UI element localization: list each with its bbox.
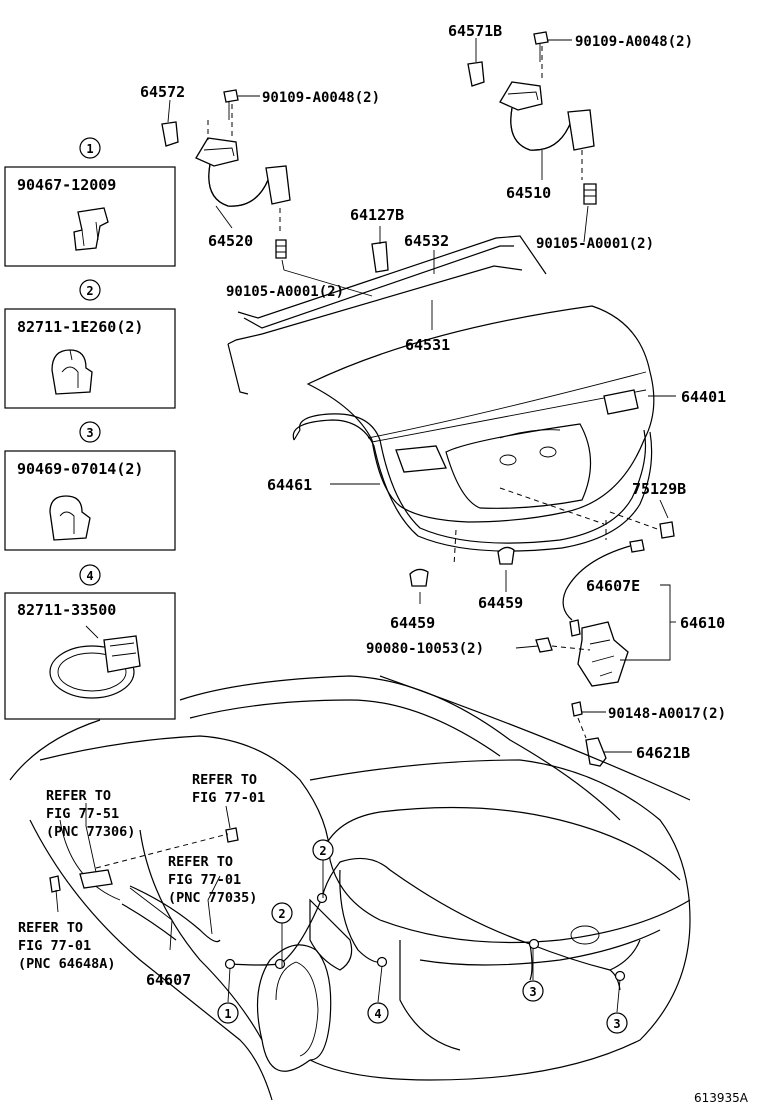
- label-64607E: 64607E: [586, 577, 640, 595]
- callout-number-4: 4: [86, 569, 93, 583]
- refer-note-line: REFER TO: [168, 854, 233, 870]
- label-64459-b: 64459: [478, 594, 523, 612]
- label-64520: 64520: [208, 232, 253, 250]
- label-64571B: 64571B: [448, 22, 502, 40]
- callout-box-3: 3 90469-07014(2): [4, 421, 176, 551]
- refer-note-line: FIG 77-01: [18, 938, 91, 954]
- callout-number: 2: [278, 907, 285, 921]
- refer-note-77-51: REFER TO FIG 77-51 (PNC 77306): [46, 788, 135, 840]
- callout-box-2: 2 82711-1E260(2): [4, 279, 176, 409]
- callout-number: 3: [529, 985, 536, 999]
- cushion-stoppers: [409, 487, 675, 587]
- label-90109-A0048-left: 90109-A0048(2): [262, 90, 380, 106]
- refer-note-line: (PNC 64648A): [18, 956, 116, 972]
- callout-number-2: 2: [86, 284, 93, 298]
- leader-lines: [55, 38, 676, 1013]
- body-callout-3a: 3: [522, 980, 544, 1002]
- clip-icon-2: [51, 349, 93, 395]
- harness-cable: [49, 827, 641, 991]
- refer-note-line: REFER TO: [46, 788, 111, 804]
- clip-part-number-4: 82711-33500: [17, 601, 116, 619]
- label-90105-A0001-left: 90105-A0001(2): [226, 284, 344, 300]
- body-callout-4: 4: [367, 1002, 389, 1024]
- label-64610: 64610: [680, 614, 725, 632]
- refer-note-line: FIG 77-51: [46, 806, 119, 822]
- callout-number: 4: [374, 1007, 381, 1021]
- clip-icon-3: [49, 495, 91, 541]
- hinge-right: [467, 31, 597, 205]
- label-90105-A0001-right: 90105-A0001(2): [536, 236, 654, 252]
- trunk-lid: [306, 305, 655, 523]
- callout-number: 2: [319, 844, 326, 858]
- clip-icon-1: [73, 207, 109, 251]
- clip-part-number-2: 82711-1E260(2): [17, 318, 143, 336]
- clip-part-number-3: 90469-07014(2): [17, 460, 143, 478]
- label-64459-a: 64459: [390, 614, 435, 632]
- refer-note-77-01-77035: REFER TO FIG 77-01 (PNC 77035): [168, 854, 257, 906]
- refer-note-line: (PNC 77035): [168, 890, 257, 906]
- callout-number-1: 1: [86, 142, 93, 156]
- refer-note-line: (PNC 77306): [46, 824, 135, 840]
- refer-note-77-01-top: REFER TO FIG 77-01: [192, 772, 265, 806]
- callout-box-4: 4 82711-33500: [4, 564, 176, 720]
- label-90080-10053: 90080-10053(2): [366, 641, 484, 657]
- label-75129B: 75129B: [632, 480, 686, 498]
- label-64461: 64461: [267, 476, 312, 494]
- torsion-rods: [227, 235, 547, 395]
- label-64572: 64572: [140, 83, 185, 101]
- label-90148-A0017: 90148-A0017(2): [608, 706, 726, 722]
- label-64607: 64607: [146, 971, 191, 989]
- trunk-lock-assembly: [535, 539, 645, 767]
- callout-number: 3: [613, 1017, 620, 1031]
- refer-note-line: REFER TO: [18, 920, 83, 936]
- body-callout-3b: 3: [606, 1012, 628, 1034]
- callout-number: 1: [224, 1007, 231, 1021]
- weatherstrip: [292, 413, 653, 552]
- label-64531: 64531: [405, 336, 450, 354]
- hinge-left: [161, 89, 291, 259]
- figure-id: 613935A: [694, 1091, 749, 1105]
- refer-note-line: FIG 77-01: [168, 872, 241, 888]
- label-64127B: 64127B: [350, 206, 404, 224]
- refer-note-line: REFER TO: [192, 772, 257, 788]
- callout-number-3: 3: [86, 426, 93, 440]
- body-callout-2b: 2: [271, 902, 293, 924]
- body-callout-2a: 2: [312, 839, 334, 861]
- refer-note-77-01-64648A: REFER TO FIG 77-01 (PNC 64648A): [18, 920, 116, 972]
- refer-note-line: FIG 77-01: [192, 790, 265, 806]
- cable-tie-icon: [49, 625, 141, 699]
- callout-box-1: 1 90467-12009: [4, 137, 176, 267]
- label-64532: 64532: [404, 232, 449, 250]
- label-64510: 64510: [506, 184, 551, 202]
- body-callout-1: 1: [217, 1002, 239, 1024]
- clip-part-number-1: 90467-12009: [17, 176, 116, 194]
- label-64621B: 64621B: [636, 744, 690, 762]
- vehicle-body: [9, 675, 691, 1101]
- label-90109-A0048-top: 90109-A0048(2): [575, 34, 693, 50]
- label-64401: 64401: [681, 388, 726, 406]
